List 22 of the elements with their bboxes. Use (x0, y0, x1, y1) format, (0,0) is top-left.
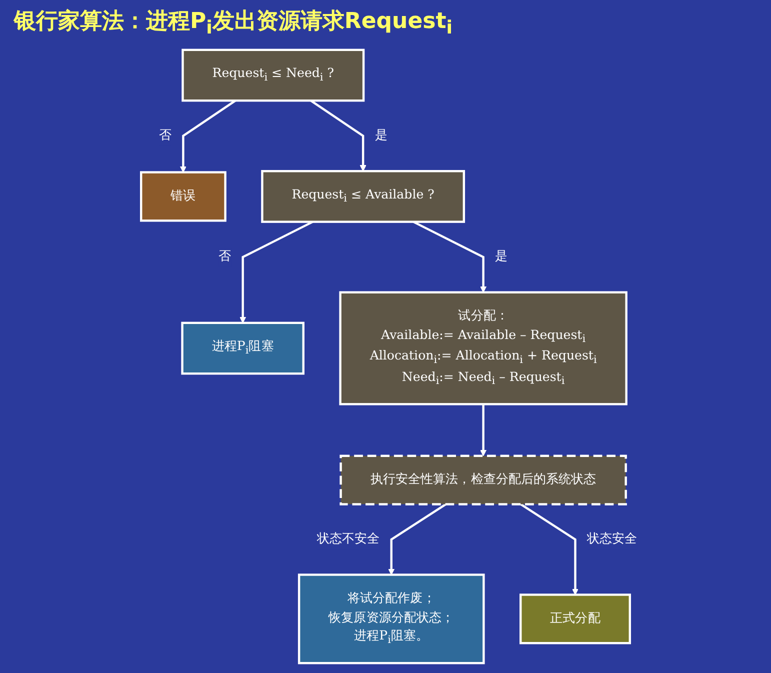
edge-label: 否 (218, 249, 232, 264)
node-box: 进程P$_{i}$阻塞 (181, 322, 304, 375)
node-box: Request$_{i}$ ≤ Available ? (261, 170, 466, 223)
edge-label: 状态安全 (587, 532, 638, 546)
arrow (388, 503, 446, 576)
node-box: Request$_{i}$ ≤ Need$_{i}$ ? (182, 48, 365, 102)
arrow (240, 220, 314, 324)
diagram-title: 银行家算法：进程P$_{i}$发出资源请求Request$_{i}$ (12, 8, 454, 40)
arrow (310, 100, 366, 172)
arrow (520, 503, 578, 596)
node-box: 试分配： Available:= Available – Request$_{i}$ Allocation$_{i}$:= Allocation$_{i}$ + Request$_{i}$ Need$_{i}$:= Need$_{i}$ – Request$_{i}$ (339, 291, 628, 406)
node-box: 错误 (140, 171, 226, 222)
edge-label: 否 (158, 128, 172, 143)
arrow (180, 100, 236, 173)
edge-label: 状态不安全 (316, 532, 380, 546)
node-box: 将试分配作废； 恢复原资源分配状态； 进程P$_{i}$阻塞。 (298, 574, 485, 664)
arrow (412, 220, 487, 293)
edge-label: 是 (374, 128, 388, 143)
node-box: 执行安全性算法，检查分配后的系统状态 (340, 454, 627, 506)
arrow (480, 404, 487, 456)
edge-label: 是 (495, 249, 508, 264)
node-box: 正式分配 (520, 594, 631, 644)
